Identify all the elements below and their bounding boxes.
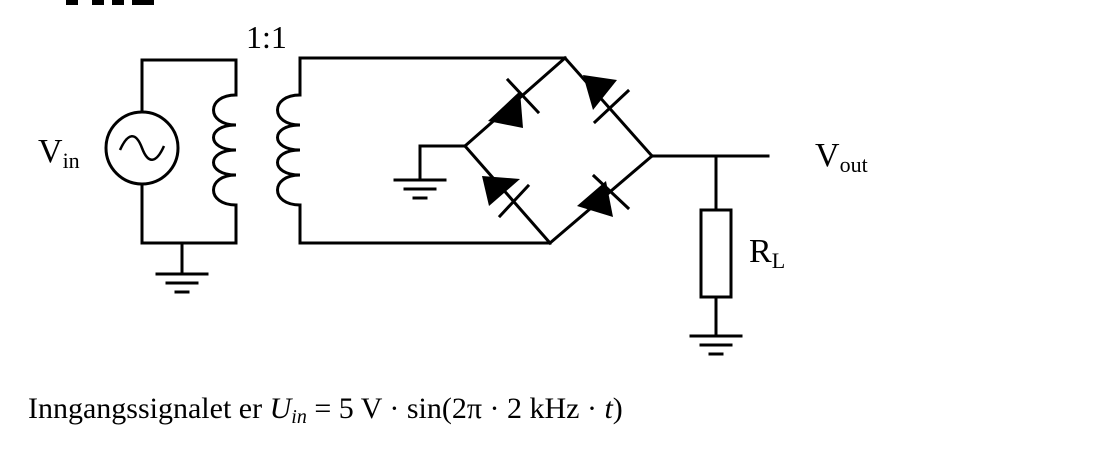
sine-icon bbox=[118, 135, 166, 161]
vout-label-main: V bbox=[815, 137, 840, 174]
ground-icon bbox=[393, 178, 447, 200]
rl-label-sub: L bbox=[772, 248, 785, 273]
caption-var-t: t bbox=[604, 392, 613, 425]
bridge-rectifier bbox=[418, 55, 655, 246]
diode-lower-left bbox=[482, 176, 531, 219]
diode-upper-left bbox=[488, 77, 541, 128]
diode-lower-right bbox=[577, 173, 631, 217]
transformer-secondary-coil bbox=[276, 93, 302, 207]
caption-expr-a: = 5 V · sin(2π · 2 kHz · bbox=[306, 392, 605, 425]
ac-source bbox=[104, 110, 180, 186]
rl-label: RL bbox=[749, 233, 785, 273]
vin-label-main: V bbox=[38, 133, 63, 170]
vout-label: Vout bbox=[815, 137, 868, 177]
input-signal-caption: Inngangssignalet er Uin = 5 V · sin(2π ·… bbox=[28, 392, 623, 429]
ground-icon bbox=[689, 334, 743, 356]
diode-upper-right bbox=[583, 75, 631, 125]
ground-icon bbox=[155, 272, 209, 294]
vout-label-sub: out bbox=[840, 152, 868, 177]
secondary-wiring bbox=[298, 56, 567, 245]
rl-label-main: R bbox=[749, 233, 772, 270]
caption-prefix: Inngangssignalet er bbox=[28, 392, 270, 425]
turns-ratio-label: 1:1 bbox=[246, 19, 287, 55]
output-wiring bbox=[650, 154, 770, 338]
caption-var-u: U bbox=[269, 392, 292, 425]
vin-label-sub: in bbox=[63, 148, 80, 173]
caption-expr-b: ) bbox=[612, 392, 623, 425]
vin-label: Vin bbox=[38, 133, 80, 173]
load-resistor bbox=[699, 208, 733, 299]
primary-wiring bbox=[140, 58, 238, 276]
transformer-primary-coil bbox=[212, 93, 238, 207]
caption-var-u-sub: in bbox=[291, 406, 307, 428]
cropped-header-fragment bbox=[66, 0, 154, 5]
